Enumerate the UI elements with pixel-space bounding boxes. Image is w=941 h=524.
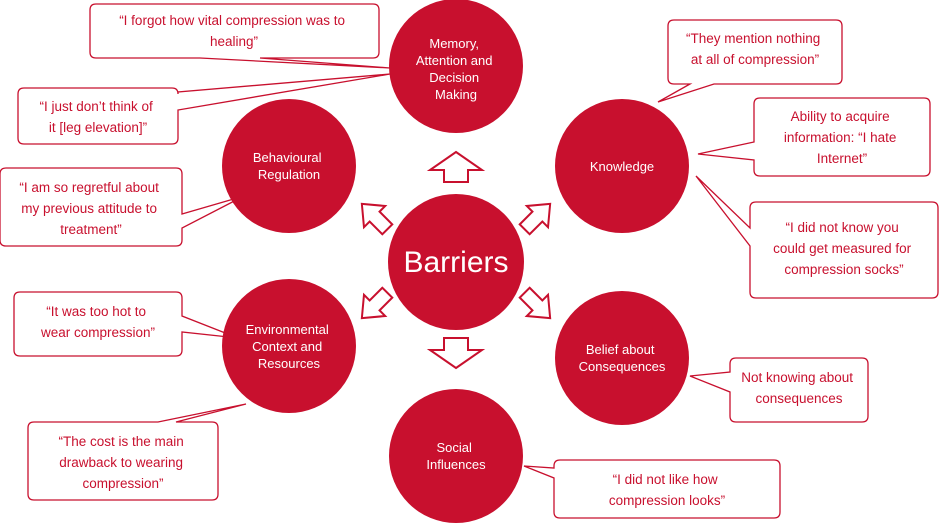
quote-line: compression” xyxy=(82,476,163,491)
callout-hate-internet: Ability to acquire information: “I hate … xyxy=(697,97,931,177)
domain-label: Environmental xyxy=(246,322,329,337)
svg-text:Environmental Context an: Environmental Context and Resources xyxy=(246,322,333,371)
quote-regretful: “I am so regretful about my previous att… xyxy=(19,180,162,237)
quote-line: “I did not like how xyxy=(613,472,718,487)
domain-label: Influences xyxy=(426,457,486,472)
domain-label: Memory, xyxy=(429,36,479,51)
domain-label: Knowledge xyxy=(590,159,654,174)
quote-line: “The cost is the main xyxy=(58,434,183,449)
quote-line: consequences xyxy=(755,391,842,406)
domain-belief: Belief about Consequences xyxy=(555,291,689,425)
svg-text:Memory, Attention and: Memory, Attention and Decision Making xyxy=(416,36,496,102)
svg-text:Behavioural Regulation: Behavioural Regulation xyxy=(253,150,325,182)
domain-label: Regulation xyxy=(258,167,320,182)
quote-line: Ability to acquire xyxy=(791,109,890,124)
center-barriers: Barriers xyxy=(388,194,524,330)
quote-leg-elevation: “I just don’t think of it [leg elevation… xyxy=(39,99,156,135)
domain-label: Making xyxy=(435,87,477,102)
quote-cost: “The cost is the main drawback to wearin… xyxy=(58,434,187,491)
quote-line: “I forgot how vital compression was to xyxy=(119,13,345,28)
arrow-upper-left xyxy=(360,202,394,236)
quote-line: “They mention nothing xyxy=(686,31,820,46)
quote-not-knowing: Not knowing about consequences xyxy=(741,370,857,406)
quote-line: information: “I hate xyxy=(784,130,897,145)
callout-too-hot: “It was too hot to wear compression” xyxy=(13,291,239,357)
svg-text:Social Influences: Social Influences xyxy=(426,440,486,472)
center-label: Barriers xyxy=(403,246,508,279)
quote-line: Internet” xyxy=(817,151,867,166)
quote-line: treatment” xyxy=(60,222,122,237)
svg-text:Knowledge: Knowledge xyxy=(590,159,654,174)
quote-line: compression looks” xyxy=(609,493,725,508)
callout-mention-nothing: “They mention nothing at all of compress… xyxy=(657,19,843,103)
quote-line: “I just don’t think of xyxy=(39,99,153,114)
domain-memory: Memory, Attention and Decision Making xyxy=(389,0,523,133)
arrow-upper-right xyxy=(518,202,552,236)
callout-cost: “The cost is the main drawback to wearin… xyxy=(27,403,247,501)
quote-line: healing” xyxy=(210,34,258,49)
domain-label: Context and xyxy=(252,339,322,354)
callout-measured: “I did not know you could get measured f… xyxy=(695,175,939,299)
quote-line: compression socks” xyxy=(784,262,903,277)
quote-line: “I did not know you xyxy=(785,220,898,235)
quote-too-hot: “It was too hot to wear compression” xyxy=(40,304,155,340)
quote-line: wear compression” xyxy=(40,325,155,340)
svg-text:Belief about Consequence: Belief about Consequences xyxy=(579,342,666,374)
arrow-lower-left xyxy=(360,286,394,320)
domain-behavioural: Behavioural Regulation xyxy=(222,99,356,233)
quote-line: it [leg elevation]” xyxy=(49,120,147,135)
arrow-down xyxy=(426,337,486,370)
quote-hate-internet: Ability to acquire information: “I hate … xyxy=(784,109,900,166)
domain-label: Consequences xyxy=(579,359,666,374)
quote-line: “I am so regretful about xyxy=(19,180,159,195)
quote-line: Not knowing about xyxy=(741,370,853,385)
callout-not-knowing: Not knowing about consequences xyxy=(689,357,869,423)
domain-label: Behavioural xyxy=(253,150,322,165)
domain-label: Social xyxy=(436,440,472,455)
domain-label: Resources xyxy=(258,356,321,371)
domain-knowledge: Knowledge xyxy=(555,99,689,233)
quote-measured: “I did not know you could get measured f… xyxy=(773,220,915,277)
domain-label: Belief about xyxy=(586,342,655,357)
quote-line: my previous attitude to xyxy=(21,201,157,216)
callout-leg-elevation: “I just don’t think of it [leg elevation… xyxy=(17,73,391,145)
domain-label: Decision xyxy=(429,70,479,85)
callout-looks: “I did not like how compression looks” xyxy=(523,459,781,519)
quote-looks: “I did not like how compression looks” xyxy=(609,472,725,508)
domain-environmental: Environmental Context and Resources xyxy=(222,279,356,413)
quote-line: “It was too hot to xyxy=(46,304,146,319)
quote-line: at all of compression” xyxy=(691,52,819,67)
quote-forgot: “I forgot how vital compression was to h… xyxy=(119,13,349,49)
domain-label: Attention and xyxy=(416,53,493,68)
quote-line: drawback to wearing xyxy=(59,455,183,470)
arrow-up xyxy=(426,150,486,183)
arrow-lower-right xyxy=(518,286,552,320)
domain-social: Social Influences xyxy=(389,389,523,523)
quote-mention-nothing: “They mention nothing at all of compress… xyxy=(686,31,824,67)
quote-line: could get measured for xyxy=(773,241,912,256)
callout-regretful: “I am so regretful about my previous att… xyxy=(0,167,245,247)
callout-forgot: “I forgot how vital compression was to h… xyxy=(89,3,391,69)
